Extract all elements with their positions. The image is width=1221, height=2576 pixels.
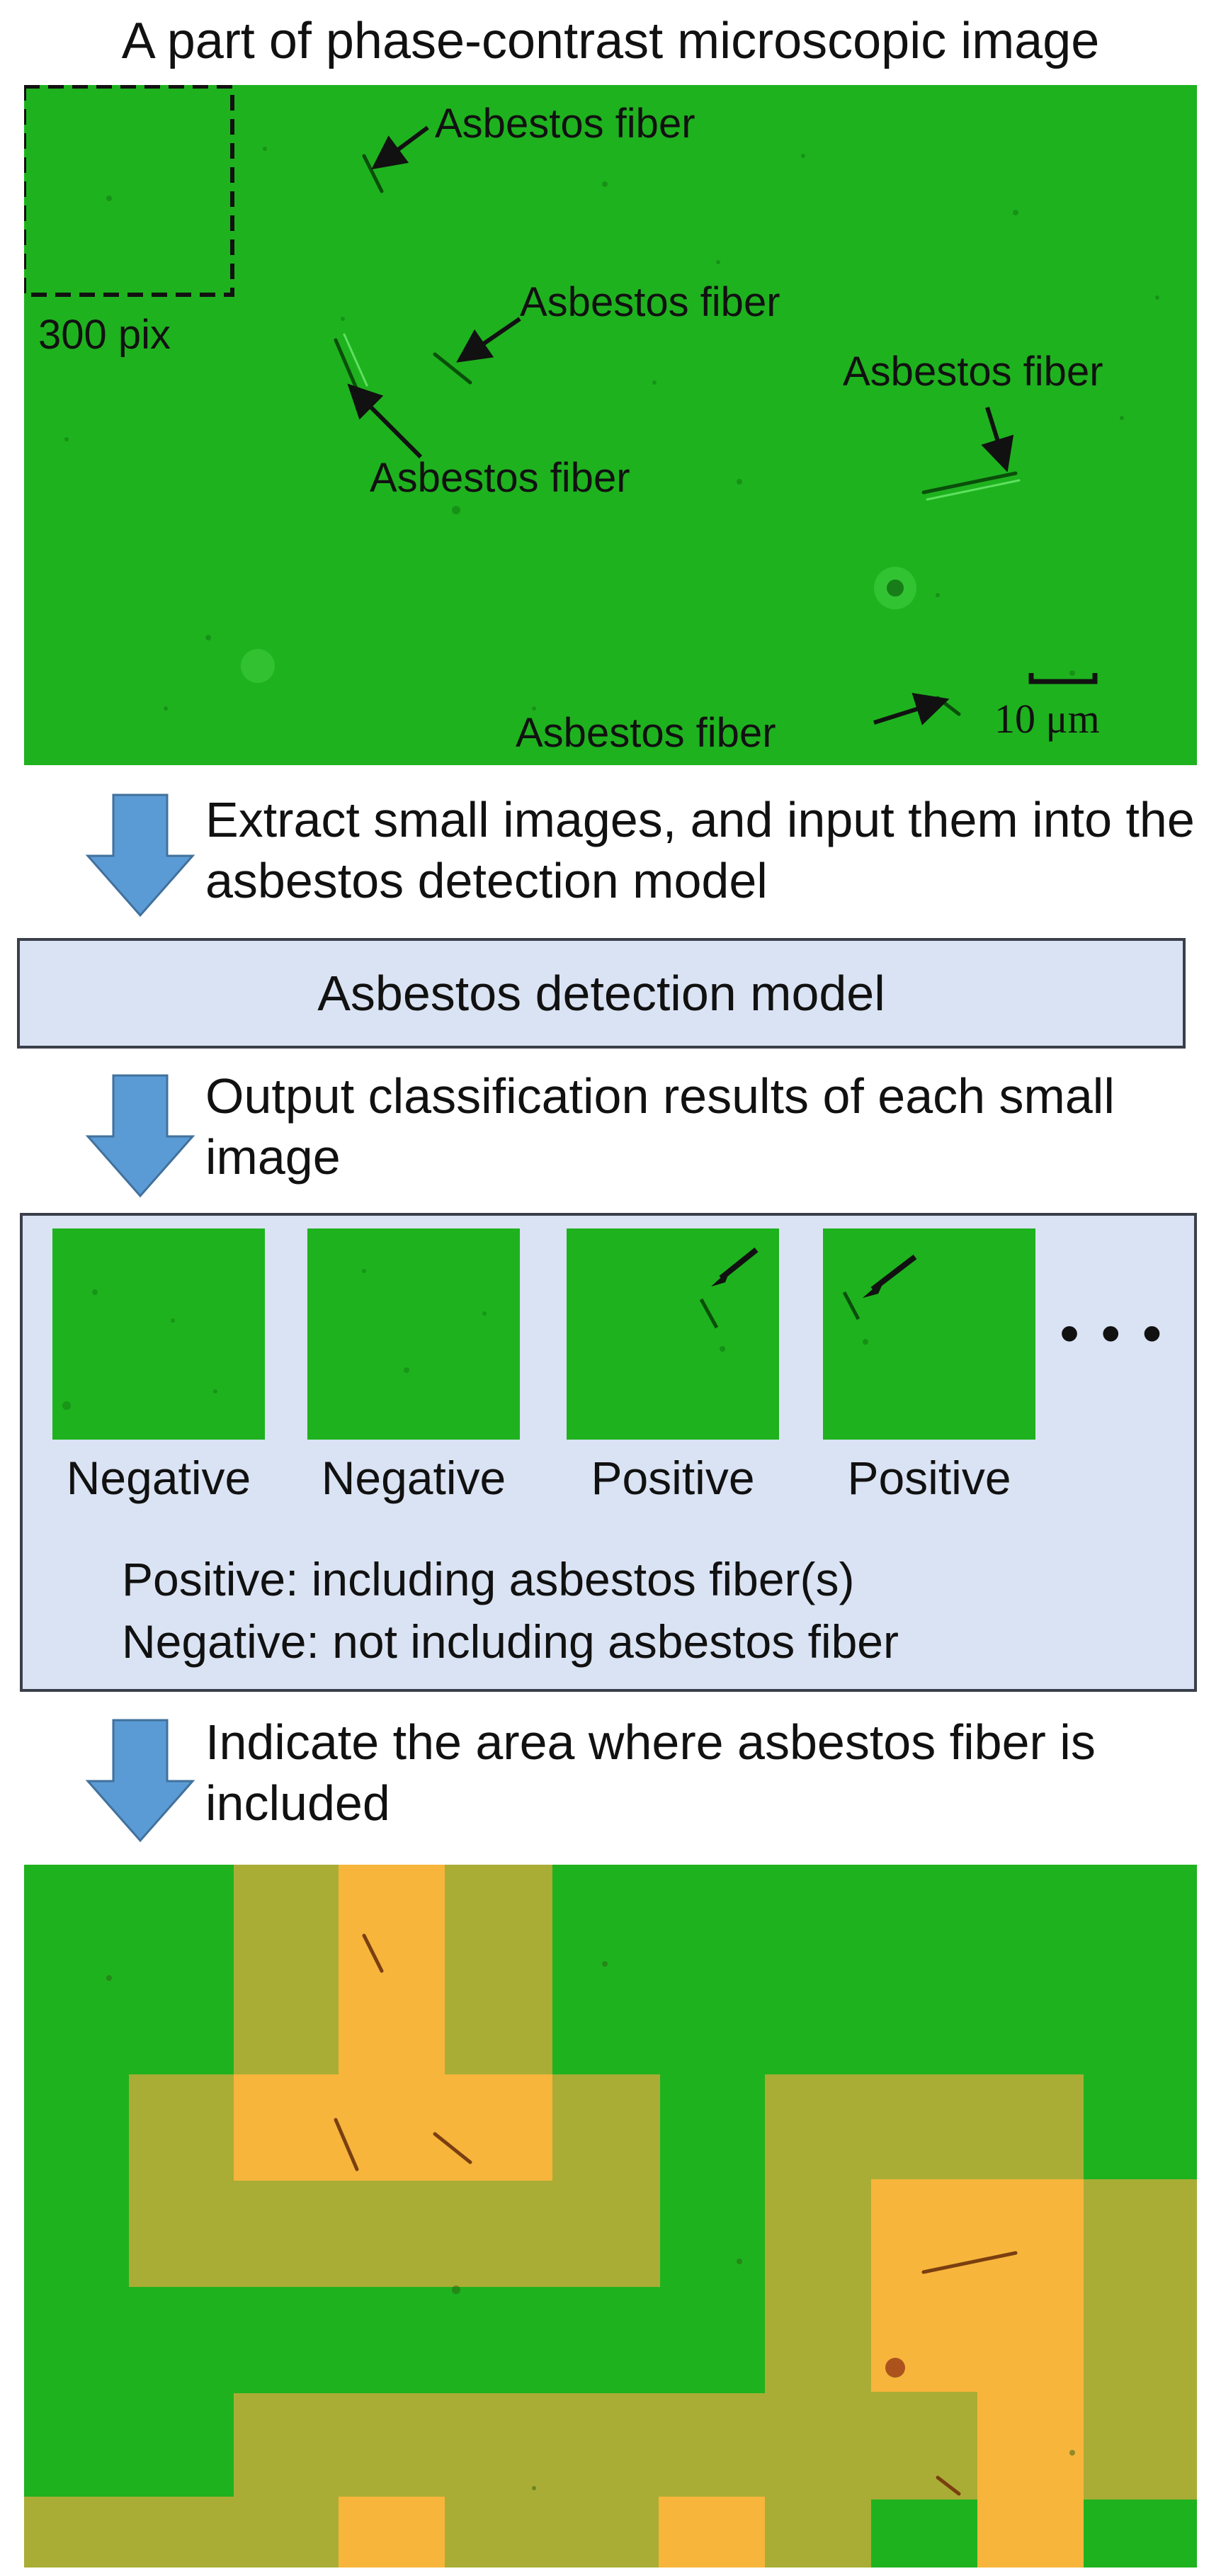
tile-label-1: Negative	[66, 1452, 251, 1504]
fiber-label-4: Asbestos fiber	[843, 349, 1103, 395]
step-indicate: Indicate the area where asbestos fiber i…	[205, 1714, 1096, 1831]
tile-label-2: Negative	[321, 1452, 506, 1504]
flow-arrow-3	[85, 1719, 195, 1843]
micrograph-top-drawing	[24, 85, 1159, 725]
classification-results-box: • • • Negative Negative Positive Positiv…	[20, 1213, 1197, 1692]
heatmap-fibers	[334, 1933, 1018, 2496]
fibers	[334, 154, 1021, 716]
step-output: Output classification results of each sm…	[205, 1068, 1115, 1185]
negative-definition: Negative: not including asbestos fiber	[122, 1615, 899, 1668]
micrograph-heatmap	[24, 1865, 1197, 2567]
fiber-label-2: Asbestos fiber	[520, 279, 780, 325]
scale-bar	[1028, 673, 1098, 684]
fiber-label-3: Asbestos fiber	[370, 455, 630, 501]
scale-label: 10 μm	[994, 696, 1100, 742]
more-tiles-ellipsis: • • •	[1060, 1301, 1165, 1365]
heatmap-overlay	[24, 1865, 1197, 2567]
figure-title: A part of phase-contrast microscopic ima…	[121, 13, 1100, 69]
flow-arrow-1	[85, 793, 195, 917]
fiber-label-5: Asbestos fiber	[516, 710, 776, 756]
positive-definition: Positive: including asbestos fiber(s)	[122, 1553, 855, 1605]
result-tile-4	[823, 1228, 1035, 1440]
tile-size-box	[24, 85, 234, 297]
debris-specks	[64, 147, 1159, 711]
result-tile-1	[52, 1228, 265, 1440]
fiber-label-1: Asbestos fiber	[435, 101, 695, 147]
step-extract: Extract small images, and input them int…	[205, 792, 1195, 908]
detection-model-box: Asbestos detection model	[17, 938, 1186, 1049]
tile-label-3: Positive	[591, 1452, 755, 1504]
annotation-arrows	[347, 125, 1014, 725]
result-tile-3	[567, 1228, 779, 1440]
grid-size-label: 300 pix	[38, 312, 171, 358]
result-tile-2	[307, 1228, 520, 1440]
micrograph-top: 300 pix Asbestos fiber Asbestos fiber As…	[24, 85, 1197, 765]
tile-label-4: Positive	[847, 1452, 1011, 1504]
flow-arrow-2	[85, 1074, 195, 1198]
